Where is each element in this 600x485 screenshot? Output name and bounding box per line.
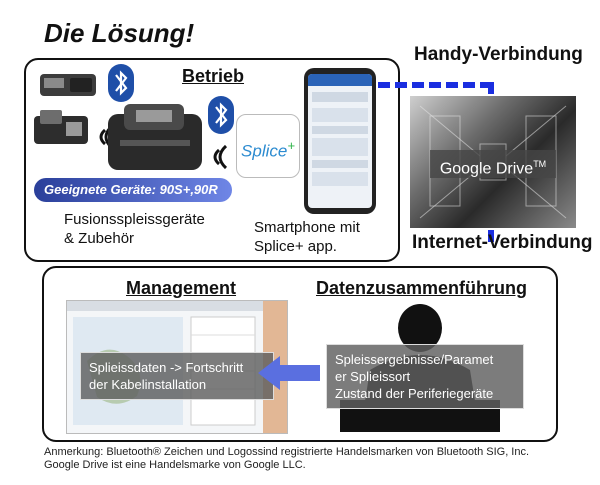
- mobile-link-line: [378, 82, 492, 88]
- accessory-device-image: [38, 68, 100, 102]
- data-info-line: er Splieissort: [335, 369, 411, 384]
- smartphone-image: [304, 68, 376, 214]
- footnote-line: Anmerkung: Bluetooth® Zeichen und Logoss…: [44, 446, 530, 458]
- internet-connection-label: Internet-Verbindung: [412, 232, 593, 253]
- footnote-line: Google Drive ist eine Handelsmarke von G…: [44, 459, 306, 471]
- management-heading: Management: [126, 278, 237, 298]
- app-logo-text: Splice: [241, 141, 288, 161]
- management-info-line: Splieissdaten -> Fortschritt: [89, 360, 244, 375]
- bluetooth-icon: [208, 96, 234, 134]
- phone-caption: Smartphone mit Splice+ app.: [254, 218, 360, 256]
- cleaver-device-image: [30, 106, 92, 150]
- wireless-waves-icon: [206, 140, 232, 174]
- devices-caption-line: Fusionsspleissgeräte: [64, 211, 205, 228]
- phone-caption-line: Splice+ app.: [254, 238, 337, 255]
- devices-caption: Fusionsspleissgeräte & Zubehör: [64, 210, 205, 248]
- phone-screen: [308, 74, 372, 208]
- google-drive-tm: TM: [533, 159, 547, 169]
- fusion-splicer-image: [100, 96, 210, 176]
- phone-caption-line: Smartphone mit: [254, 219, 360, 236]
- google-drive-label: Google Drive: [439, 160, 534, 178]
- bluetooth-icon: [108, 64, 134, 102]
- data-info-box: Spleissergebnisse/Paramet er Splieissort…: [326, 344, 524, 409]
- data-consolidation-heading: Datenzusammenführung: [316, 278, 528, 298]
- arrow-left-icon: [258, 356, 320, 390]
- page-title: Die Lösung!: [44, 18, 195, 48]
- devices-caption-line: & Zubehör: [64, 230, 135, 247]
- trademark-footnote: Anmerkung: Bluetooth® Zeichen und Logoss…: [44, 446, 596, 472]
- google-drive-badge: Google DriveTM: [430, 150, 556, 178]
- management-info-line: der Kabelinstallation: [89, 377, 207, 392]
- management-info-box: Splieissdaten -> Fortschritt der Kabelin…: [80, 352, 274, 400]
- operation-heading: Betrieb: [182, 66, 245, 86]
- data-info-line: Spleissergebnisse/Paramet: [335, 352, 494, 367]
- data-info-line: Zustand der Periferiegeräte: [335, 386, 494, 401]
- mobile-connection-label: Handy-Verbindung: [414, 44, 583, 65]
- compatible-devices-banner: Geeignete Geräte: 90S+,90R: [34, 178, 232, 202]
- splice-plus-app-logo: Splice+: [236, 114, 300, 178]
- app-logo-plus: +: [287, 138, 295, 153]
